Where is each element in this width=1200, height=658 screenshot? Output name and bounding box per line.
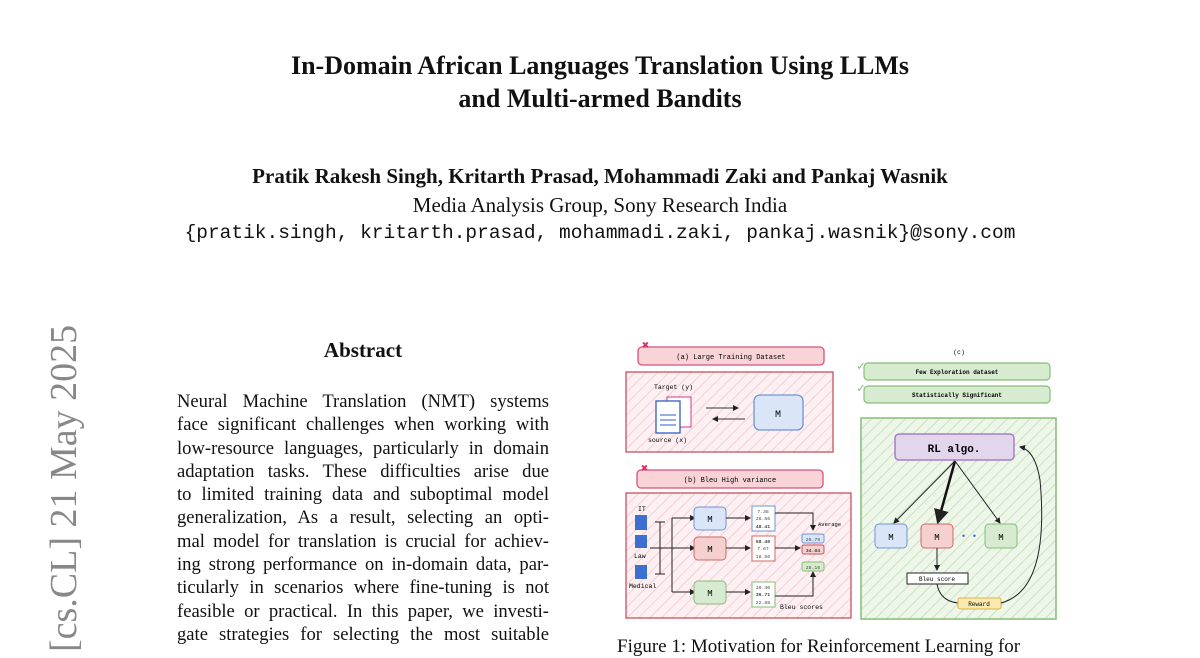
figure-caption: Figure 1: Motivation for Reinforcement L… [617,636,1021,657]
svg-text:28.16: 28.16 [806,565,821,571]
abstract-line: gate strategies for selecting the most s… [177,623,549,645]
svg-text:Statistically Significant: Statistically Significant [912,392,1002,399]
authors: Pratik Rakesh Singh, Kritarth Prasad, Mo… [252,164,948,188]
svg-text:48.41: 48.41 [756,524,771,530]
panel-c: (c) ✓ ✓ Few Exploration dataset Statisti… [857,349,1057,620]
abstract-line: adaptation tasks. These difficulties ari… [177,460,549,482]
svg-text:• •: • • [961,532,977,542]
svg-text:M: M [998,533,1003,543]
svg-text:RL algo.: RL algo. [928,444,981,456]
domain-law-label: Law [634,553,646,560]
abstract-line: ticularly in scenarios where fine-tuning… [177,577,549,599]
abstract-line: feasible or practical. In this paper, we… [177,600,549,622]
emails: {pratik.singh, kritarth.prasad, mohammad… [184,222,1016,244]
document-icon [635,565,647,579]
domain-medical-label: Medical [629,583,656,590]
document-icon [635,535,647,548]
svg-text:36.71: 36.71 [756,592,771,598]
svg-text:Bleu scores: Bleu scores [780,604,823,611]
document-icon [655,400,681,434]
svg-text:58.40: 58.40 [756,539,771,545]
svg-text:M: M [707,545,712,555]
svg-text:34.84: 34.84 [806,548,821,554]
paper-title: In-Domain African Languages Translation … [0,49,1200,115]
svg-text:18.56: 18.56 [756,554,771,560]
svg-text:(b) Bleu High variance: (b) Bleu High variance [684,477,776,485]
svg-text:Reward: Reward [968,601,990,608]
panel-a-label: (a) Large Training Dataset [676,354,785,362]
abstract-line: face significant challenges when working… [177,414,549,436]
svg-text:M: M [707,589,712,599]
domain-it-label: IT [638,506,646,513]
abstract-line: to limited training data and suboptimal … [177,484,549,506]
svg-text:Average: Average [818,521,841,528]
abstract-heading: Abstract [323,338,403,362]
svg-text:10.40: 10.40 [756,585,771,591]
panel-b: ✖ (b) Bleu High variance IT Law Medical … [625,462,852,619]
svg-text:source (x): source (x) [648,437,687,444]
panel-a: ✖ (a) Large Training Dataset Target (y) … [625,339,834,453]
svg-text:Few Exploration dataset: Few Exploration dataset [916,369,999,376]
abstract-body: Neural Machine Translation (NMT) systems… [177,390,549,646]
abstract-line: Neural Machine Translation (NMT) systems [177,391,549,412]
svg-text:M: M [888,533,893,543]
svg-text:26.79: 26.79 [806,537,821,543]
svg-text:7.38: 7.38 [757,509,769,515]
abstract-line: mal model for translation is crucial for… [177,530,549,552]
check-icon: ✓ [857,381,865,396]
affiliation: Media Analysis Group, Sony Research Indi… [412,193,788,217]
svg-text:Bleu score: Bleu score [919,576,955,583]
svg-text:7.67: 7.67 [757,546,769,552]
abstract-line: low-resource languages, particularly in … [177,437,549,459]
check-icon: ✓ [857,359,865,374]
abstract-line: ing strong performance on in-domain data… [177,554,549,576]
svg-text:(c): (c) [953,349,965,356]
svg-text:M: M [707,515,712,525]
svg-text:Target (y): Target (y) [654,384,693,391]
document-icon [635,515,647,530]
cross-icon: ✖ [642,339,649,353]
title-line-2: and Multi-armed Bandits [458,84,742,113]
svg-text:M: M [934,533,939,543]
title-line-1: In-Domain African Languages Translation … [290,51,910,80]
abstract-line: generalization, As a result, selecting a… [177,507,549,529]
svg-text:26.56: 26.56 [756,516,771,522]
svg-text:M: M [775,410,781,421]
svg-text:22.88: 22.88 [756,600,771,606]
cross-icon: ✖ [641,462,648,476]
